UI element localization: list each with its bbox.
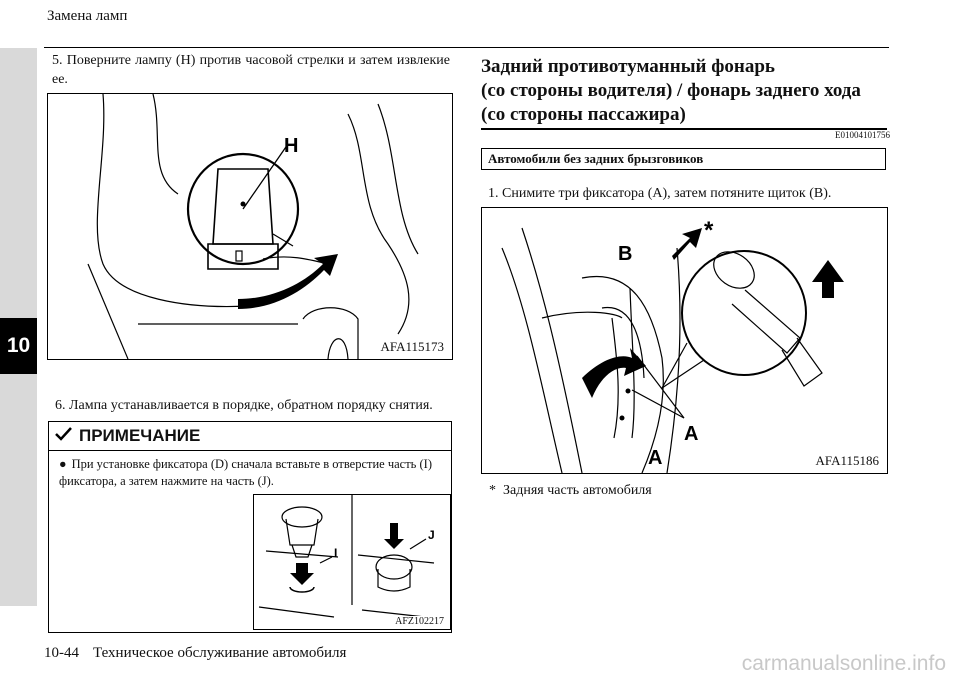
heading-line-2: (со стороны водителя) / фонарь заднего х…	[481, 80, 861, 101]
footer-title: Техническое обслуживание автомобиля	[93, 645, 347, 661]
label-i: I	[334, 546, 337, 560]
shield-removal-illustration: B A A *	[501, 217, 844, 473]
lamp-removal-illustration: H	[87, 94, 419, 359]
figure-code: AFA115173	[378, 339, 446, 355]
step-5-text: 5. Поверните лампу (H) против часовой ст…	[52, 53, 450, 87]
label-a-right: A	[684, 423, 698, 445]
asterisk-label: *	[704, 217, 714, 244]
label-b: B	[618, 243, 632, 265]
step-6-text: 6. Лампа устанавливается в порядке, обра…	[55, 398, 433, 413]
section-heading: Задний противотуманный фонарь (со сторон…	[481, 55, 887, 130]
note-text: При установке фиксатора (D) сначала вста…	[59, 457, 432, 488]
doc-code: E01004101756	[835, 130, 890, 140]
footnote: * Задняя часть автомобиля	[489, 483, 652, 499]
watermark: carmanualsonline.info	[741, 652, 946, 675]
heading-line-1: Задний противотуманный фонарь	[481, 56, 775, 77]
note-header: ПРИМЕЧАНИЕ	[49, 422, 451, 451]
heading-line-3: (со стороны пассажира)	[481, 104, 686, 125]
chapter-tab: 10	[0, 318, 37, 374]
label-a-bottom: A	[648, 447, 662, 469]
page-footer: 10-44 Техническое обслуживание автомобиля	[44, 645, 346, 662]
clip-figure: I J AFZ102217	[253, 494, 451, 630]
label-h: H	[284, 135, 298, 157]
checkmark-pencil-icon	[55, 426, 73, 447]
step-1-text: 1. Снимите три фиксатора (A), затем потя…	[488, 186, 832, 201]
label-j: J	[428, 528, 435, 542]
bullet-icon: ●	[59, 457, 67, 471]
running-head: Замена ламп	[47, 8, 128, 24]
footnote-text: Задняя часть автомобиля	[503, 483, 652, 498]
note-title: ПРИМЕЧАНИЕ	[79, 426, 201, 445]
figure-code-right: AFA115186	[813, 453, 881, 469]
note-text-block: ●При установке фиксатора (D) сначала вст…	[59, 456, 444, 490]
note-box: ПРИМЕЧАНИЕ ●При установке фиксатора (D) …	[48, 421, 452, 633]
subheading: Автомобили без задних брызговиков	[481, 148, 886, 170]
lamp-removal-figure: H AFA115173	[47, 93, 453, 360]
header-rule	[44, 47, 889, 48]
page-number: 10-44	[44, 645, 79, 661]
footnote-mark: *	[489, 483, 496, 498]
clip-illustration: I J	[258, 495, 435, 619]
clip-figure-code: AFZ102217	[393, 616, 446, 627]
shield-removal-figure: B A A * AFA115186	[481, 207, 888, 474]
